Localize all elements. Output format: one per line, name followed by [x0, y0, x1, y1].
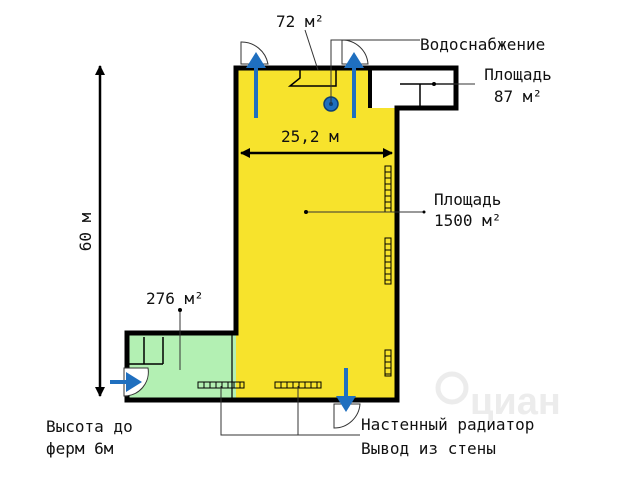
- entry-arrow-icon: [110, 372, 142, 392]
- radiator-right-middle: [384, 237, 392, 285]
- green-room: [127, 333, 236, 400]
- exit-arrow-icon: [336, 368, 356, 412]
- green-area-label: 276 м²: [146, 289, 204, 308]
- outer-wall: [124, 65, 459, 403]
- annex-area-value: 87 м²: [493, 87, 543, 106]
- length-dimension-label: 60 м: [76, 212, 95, 252]
- main-hall: [236, 68, 397, 400]
- watermark: циан: [435, 371, 561, 423]
- entry-arrow-icon: [344, 52, 364, 118]
- height-label-line2: ферм 6м: [46, 439, 114, 458]
- leader-lines: [179, 29, 475, 436]
- annex-area-title: Площадь: [484, 65, 552, 84]
- height-label-line1: Высота до: [46, 417, 133, 436]
- door-swing-icon: [240, 41, 269, 65]
- water-supply-label: Водоснабжение: [420, 35, 546, 54]
- small-room-72: [287, 68, 337, 87]
- outlet-label: Вывод из стены: [361, 439, 496, 458]
- green-room-shelving: [129, 337, 164, 365]
- entry-arrow-icon: [246, 52, 266, 118]
- radiator-right-lower: [384, 349, 392, 377]
- main-area-title: Площадь: [434, 190, 502, 209]
- svg-text:циан: циан: [470, 381, 561, 423]
- door-swing-icon: [333, 403, 361, 429]
- small-area-label: 72 м²: [276, 12, 325, 31]
- radiator-label: Настенный радиатор: [361, 415, 535, 434]
- main-area-value: 1500 м²: [434, 211, 502, 230]
- annex-room: [370, 68, 456, 108]
- width-dimension-label: 25,2 м: [281, 127, 339, 146]
